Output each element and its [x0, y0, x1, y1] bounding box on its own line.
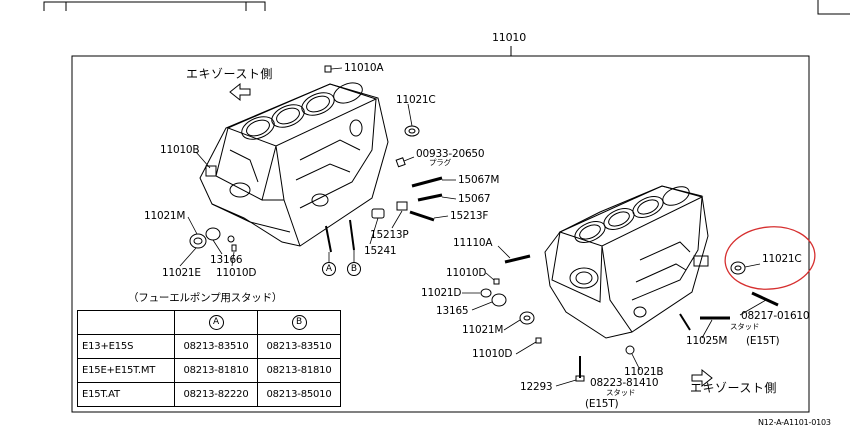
exhaust-arrow-icon-upper: [229, 82, 251, 102]
table-header-a: A: [174, 310, 258, 335]
part-08217-01610: 08217-01610: [741, 310, 810, 322]
part-11021E: 11021E: [162, 267, 201, 279]
left-engine-block: [199, 82, 389, 247]
part-11110A: 11110A: [453, 237, 493, 249]
table-row: E13+E15S 08213-83510 08213-83510: [77, 334, 341, 359]
part-11021C-left: 11021C: [396, 94, 436, 106]
leader-lines: [179, 67, 767, 387]
table-header-blank: [77, 310, 175, 335]
part-15213F: 15213F: [450, 210, 489, 222]
table-header-b: B: [257, 310, 341, 335]
part-11010A: 11010A: [344, 62, 384, 74]
table-cell-model: E15E+E15T.MT: [77, 358, 175, 383]
part-12293: 12293: [520, 381, 553, 393]
part-11021M-right: 11021M: [462, 324, 504, 336]
part-11010D-left: 11010D: [216, 267, 257, 279]
exhaust-side-label-lower: エキゾースト側: [690, 381, 777, 395]
diagram-frame: [71, 55, 810, 413]
part-11021C-right: 11021C: [762, 253, 802, 265]
variant-e15t-2: (E15T): [585, 398, 619, 410]
table-cell-a: 08213-81810: [174, 358, 258, 383]
exhaust-arrow-icon-lower: [691, 368, 713, 388]
callout-b-header: B: [291, 315, 307, 330]
red-highlight-circle: [724, 226, 816, 290]
plug-label: プラグ: [429, 158, 451, 167]
exhaust-side-label-upper: エキゾースト側: [186, 67, 273, 81]
part-00933-20650: 00933-20650: [416, 148, 485, 160]
assembly-number: 11010: [492, 31, 526, 44]
stud-label-2: スタッド: [606, 388, 636, 397]
part-11021M-left: 11021M: [144, 210, 186, 222]
table-cell-b: 08213-85010: [257, 382, 341, 407]
part-11010B: 11010B: [160, 144, 200, 156]
part-11010D-low: 11010D: [472, 348, 513, 360]
fuel-pump-stud-caption: （フューエルポンプ用スタッド）: [128, 292, 283, 304]
part-11021D: 11021D: [421, 287, 462, 299]
table-row: E15T.AT 08213-82220 08213-85010: [77, 382, 341, 407]
part-11021B: 11021B: [624, 366, 664, 378]
callout-b: B: [347, 262, 361, 276]
part-15067: 15067: [458, 193, 491, 205]
part-13165: 13165: [436, 305, 469, 317]
part-13166: 13166: [210, 254, 243, 266]
part-08223-81410: 08223-81410: [590, 377, 659, 389]
part-15067M: 15067M: [458, 174, 500, 186]
part-11010D-mid: 11010D: [446, 267, 487, 279]
variant-e15t-1: (E15T): [746, 335, 780, 347]
table-cell-a: 08213-82220: [174, 382, 258, 407]
part-15213P: 15213P: [370, 229, 409, 241]
stud-reference-table: A B E13+E15S 08213-83510 08213-83510 E15…: [77, 310, 341, 407]
table-header-row: A B: [77, 310, 341, 335]
callout-a-header: A: [208, 315, 224, 330]
table-cell-b: 08213-81810: [257, 358, 341, 383]
table-cell-b: 08213-83510: [257, 334, 341, 359]
loose-parts: [189, 65, 779, 382]
page-border-fragment: [43, 0, 850, 15]
table-cell-model: E15T.AT: [77, 382, 175, 407]
part-11025M: 11025M: [686, 335, 728, 347]
table-row: E15E+E15T.MT 08213-81810 08213-81810: [77, 358, 341, 383]
part-15241: 15241: [364, 245, 397, 257]
table-cell-model: E13+E15S: [77, 334, 175, 359]
right-engine-block: [544, 185, 709, 339]
callout-a: A: [322, 262, 336, 276]
table-cell-a: 08213-83510: [174, 334, 258, 359]
drawing-code: N12-A-A1101-0103: [758, 418, 831, 427]
stud-label-1: スタッド: [730, 322, 760, 331]
